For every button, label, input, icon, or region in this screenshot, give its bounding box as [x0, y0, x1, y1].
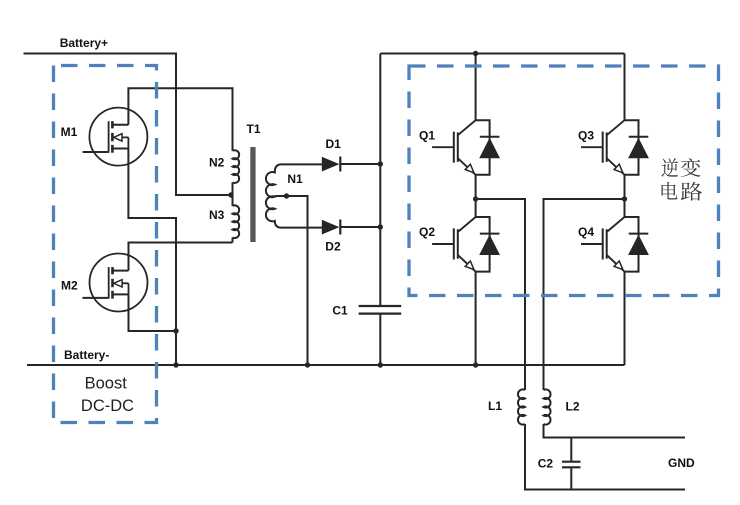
- svg-text:Boost: Boost: [85, 375, 128, 393]
- svg-text:L2: L2: [566, 400, 580, 414]
- svg-text:Q3: Q3: [578, 128, 594, 142]
- svg-text:M1: M1: [61, 125, 78, 139]
- svg-text:T1: T1: [247, 122, 261, 136]
- svg-text:C1: C1: [332, 304, 348, 318]
- svg-text:C2: C2: [538, 457, 554, 471]
- svg-text:Q1: Q1: [419, 128, 435, 142]
- svg-text:N1: N1: [287, 172, 303, 186]
- svg-text:Battery-: Battery-: [64, 348, 109, 362]
- svg-text:M2: M2: [61, 278, 78, 292]
- svg-text:Q2: Q2: [419, 225, 435, 239]
- svg-text:Battery+: Battery+: [60, 36, 108, 50]
- svg-text:D2: D2: [325, 240, 341, 254]
- svg-text:L1: L1: [488, 399, 502, 413]
- svg-text:D1: D1: [326, 137, 342, 151]
- svg-text:Q4: Q4: [578, 225, 594, 239]
- svg-text:N3: N3: [209, 208, 225, 222]
- svg-text:N2: N2: [209, 155, 225, 169]
- svg-text:GND: GND: [668, 456, 695, 470]
- svg-text:DC-DC: DC-DC: [81, 397, 134, 415]
